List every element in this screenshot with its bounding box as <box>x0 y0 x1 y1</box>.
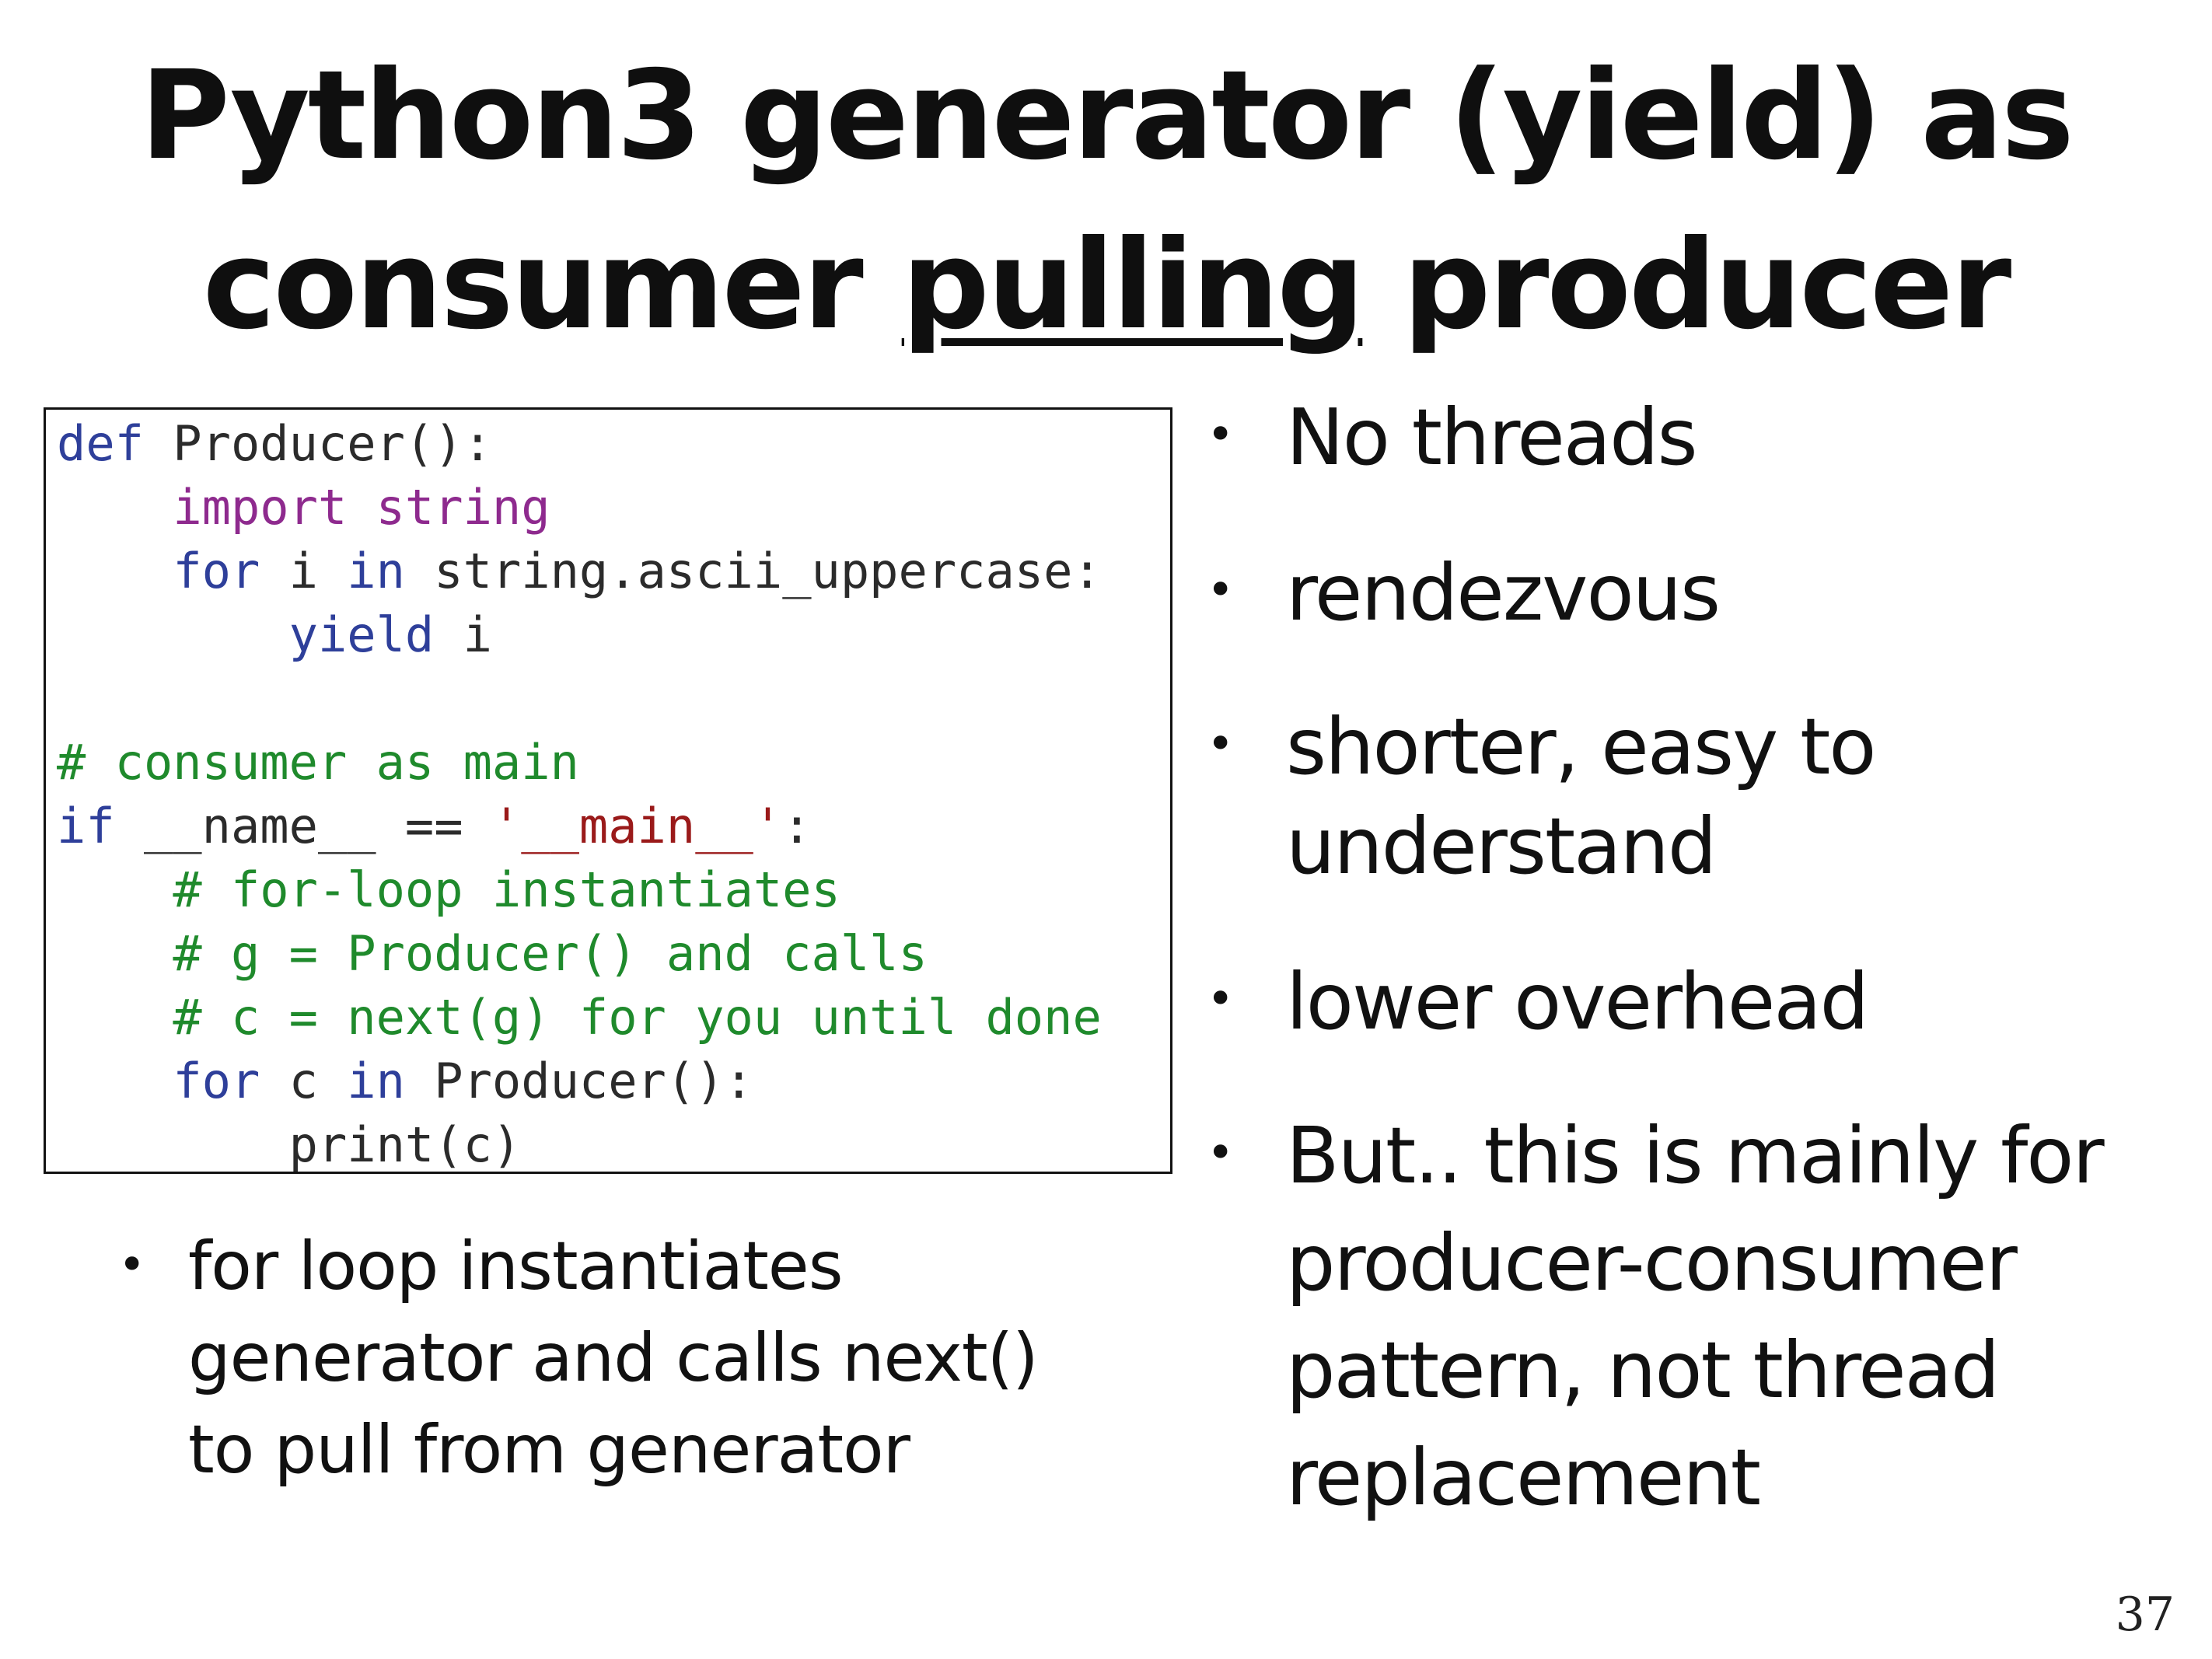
bullet-text: No threads <box>1286 392 1698 483</box>
code-text: i <box>434 606 492 663</box>
code-text: string.ascii_uppercase: <box>404 543 1102 599</box>
right-bullet-rendezvous: • rendezvous <box>1207 544 2186 645</box>
code-comment: # g = Producer() and calls <box>173 925 928 982</box>
code-text: __name__ == <box>114 798 492 854</box>
bullet-dot-icon: • <box>1207 972 1235 1026</box>
code-keyword: in <box>347 543 405 599</box>
code-indent <box>57 861 173 918</box>
bullet-dot-icon: • <box>1207 563 1235 617</box>
code-keyword: for <box>173 1053 260 1109</box>
bullet-dot-icon: • <box>118 1238 146 1292</box>
code-indent <box>57 989 173 1046</box>
code-text: Producer(): <box>404 1053 753 1109</box>
bullet-text-line-1: shorter, easy to <box>1286 701 1876 792</box>
code-line-9: # c = next(g) for you until done <box>57 987 1102 1049</box>
left-note-line-3: to pull from generator <box>188 1411 910 1489</box>
bullet-text: lower overhead <box>1286 956 1869 1047</box>
code-indent <box>57 925 173 982</box>
title-line-2-end: producer <box>1362 214 2011 357</box>
code-line-8: # g = Producer() and calls <box>57 923 928 985</box>
code-indent <box>57 1053 173 1109</box>
left-note-line-2: generator and calls next() <box>188 1319 1039 1397</box>
title-line-2-start: consumer <box>202 214 902 357</box>
code-line-7: # for-loop instantiates <box>57 859 840 921</box>
right-bullet-no-threads: • No threads <box>1207 389 2186 490</box>
code-keyword: def <box>57 415 144 472</box>
title-line-2: consumer pulling producer <box>0 201 2212 370</box>
code-module: string <box>376 479 550 536</box>
slide-title: Python3 generator (yield) as consumer pu… <box>0 31 2212 370</box>
code-block: def Producer(): import string for i in s… <box>44 407 1172 1174</box>
code-indent <box>57 479 173 536</box>
code-indent <box>57 606 289 663</box>
code-indent <box>57 543 173 599</box>
bullet-text-line-1: But.. this is mainly for <box>1286 1110 2105 1201</box>
bullet-dot-icon: • <box>1207 407 1235 462</box>
code-line-6: if __name__ == '__main__': <box>57 795 812 857</box>
bullet-dot-icon: • <box>1207 717 1235 771</box>
bullet-text: rendezvous <box>1286 547 1721 638</box>
code-indent <box>57 1116 289 1173</box>
code-line-3: for i in string.ascii_uppercase: <box>57 540 1102 602</box>
bullet-dot-icon: • <box>1207 1126 1235 1180</box>
code-comment: # c = next(g) for you until done <box>173 989 1102 1046</box>
left-note-line-1: for loop instantiates <box>188 1228 844 1305</box>
code-text: print(c) <box>288 1116 522 1173</box>
code-line-5: # consumer as main <box>57 732 579 794</box>
left-note-bullet: • for loop instantiates generator and ca… <box>118 1221 1129 1500</box>
code-keyword: yield <box>288 606 435 663</box>
right-bullet-lower-overhead: • lower overhead <box>1207 953 2186 1054</box>
code-string: '__main__' <box>491 798 783 854</box>
code-comment: # for-loop instantiates <box>173 861 840 918</box>
title-line-1: Python3 generator (yield) as <box>140 44 2074 187</box>
right-bullet-shorter: • shorter, easy to understand <box>1207 698 2186 900</box>
code-comment: # consumer as main <box>57 734 579 791</box>
bullet-text-line-2: understand <box>1286 801 1717 892</box>
right-bullet-but: • But.. this is mainly for producer-cons… <box>1207 1107 2186 1523</box>
bullet-text-line-3: pattern, not thread <box>1286 1325 2000 1416</box>
code-text: Producer(): <box>143 415 492 472</box>
code-line-10: for c in Producer(): <box>57 1050 753 1112</box>
code-space <box>347 479 376 536</box>
code-keyword: if <box>57 798 115 854</box>
code-keyword: for <box>173 543 260 599</box>
code-line-2: import string <box>57 477 550 539</box>
title-underlined-word: pulling <box>901 214 1365 357</box>
code-line-1: def Producer(): <box>57 413 492 475</box>
code-text: : <box>782 798 812 854</box>
code-line-11: print(c) <box>57 1114 522 1176</box>
bullet-text-line-4: replacement <box>1286 1432 1761 1523</box>
page-number: 37 <box>2115 1587 2175 1642</box>
code-text: i <box>260 543 348 599</box>
code-text: c <box>260 1053 348 1109</box>
code-keyword: in <box>347 1053 405 1109</box>
code-keyword: import <box>173 479 348 536</box>
bullet-text-line-2: producer-consumer <box>1286 1217 2018 1308</box>
code-line-4: yield i <box>57 604 492 666</box>
